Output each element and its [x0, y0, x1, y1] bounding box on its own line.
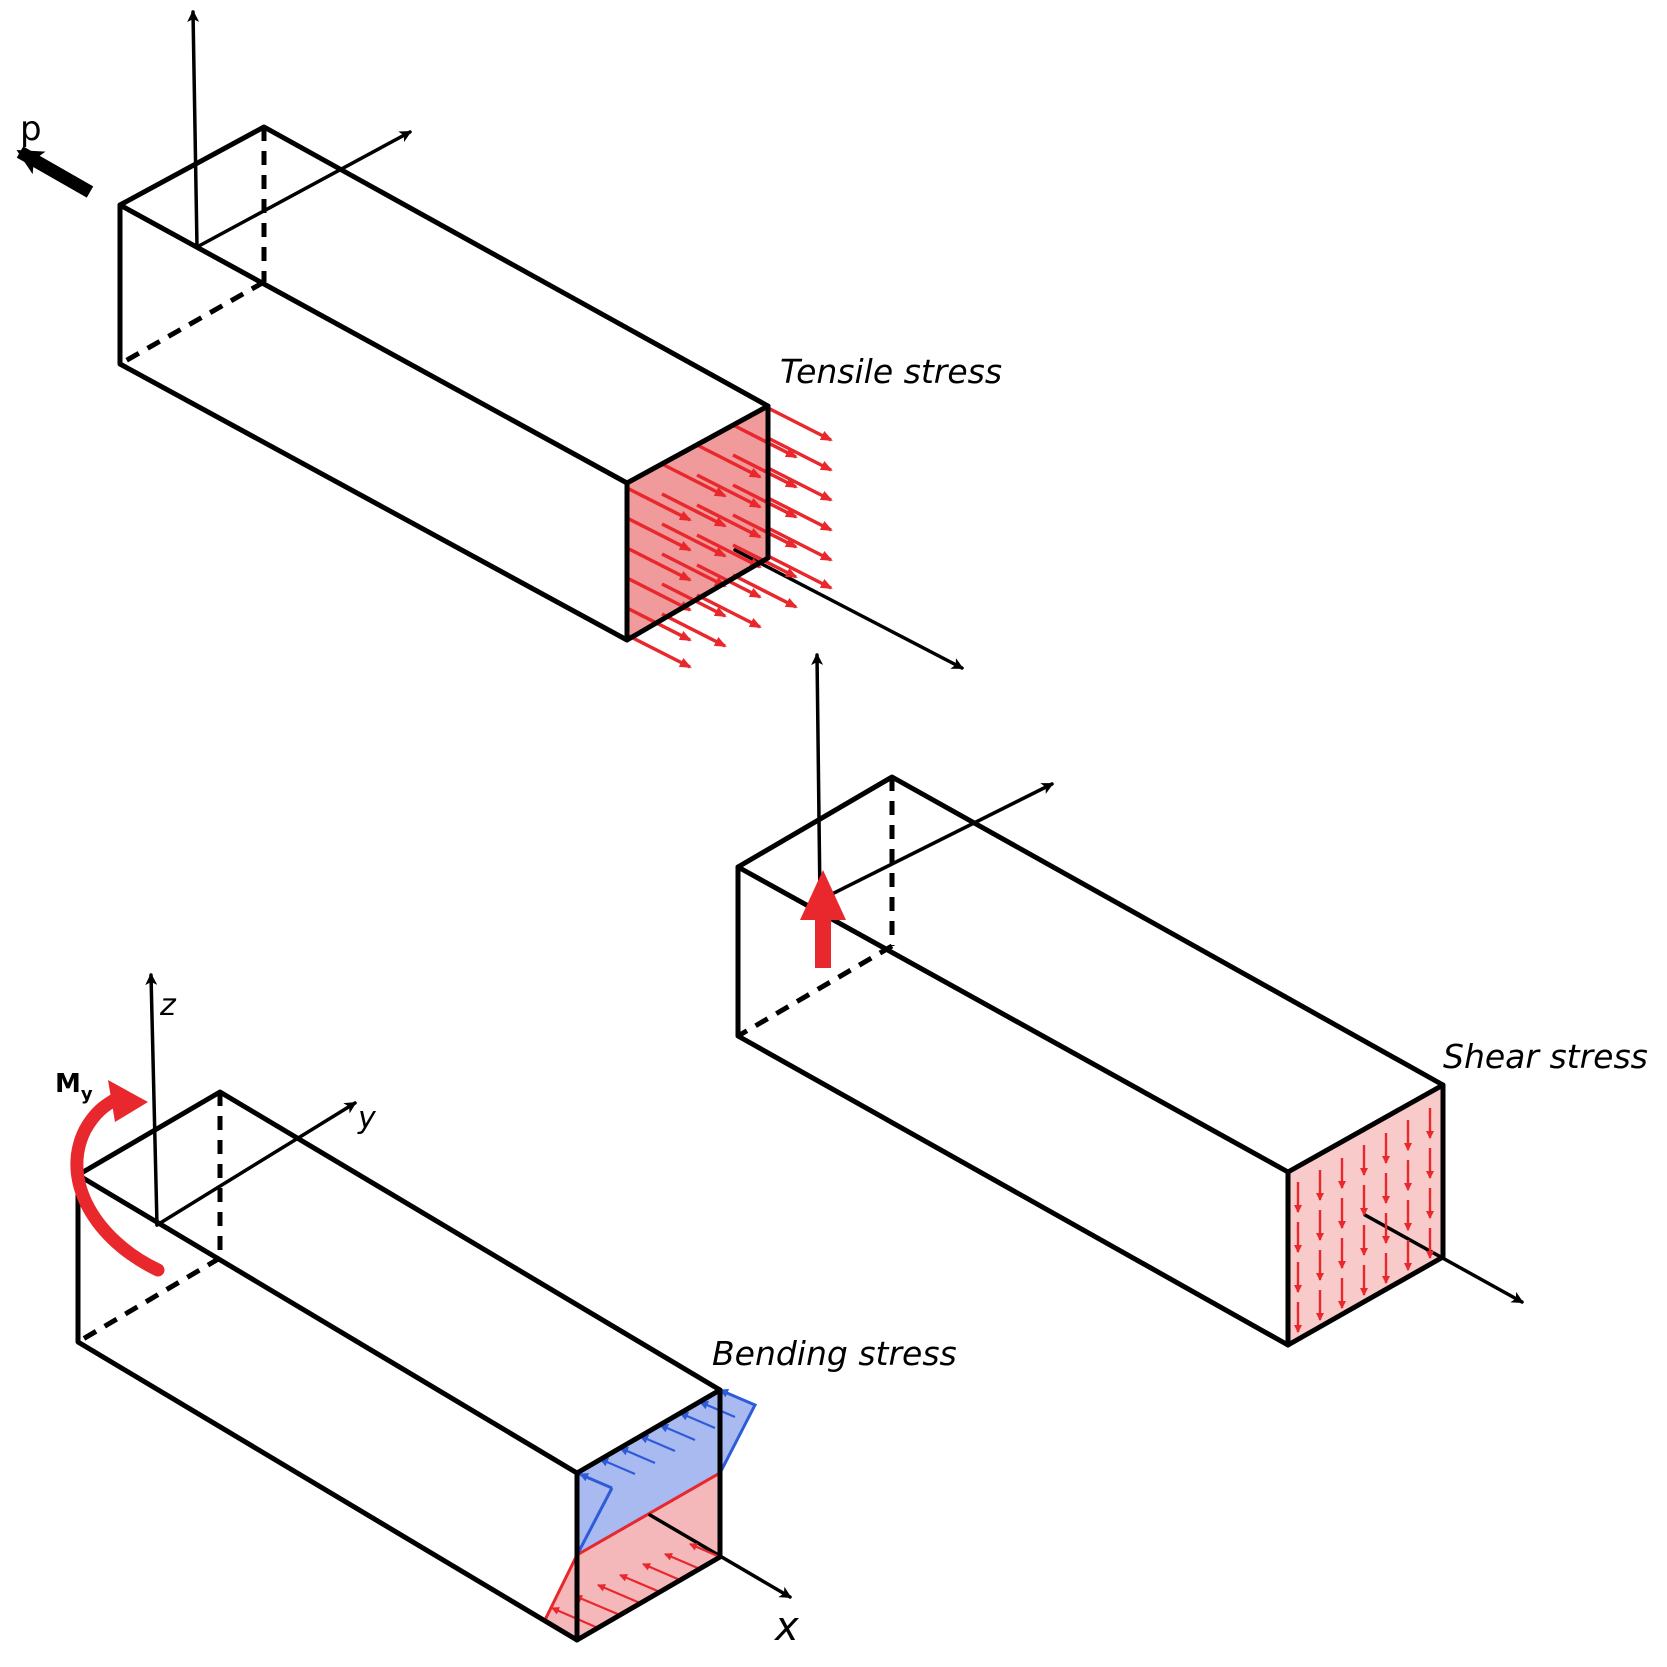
axis-y-beam2: [818, 782, 1054, 902]
front-face: [75, 1172, 580, 1643]
hidden-edge: [76, 1255, 222, 1345]
axis-z-label: z: [159, 988, 177, 1023]
shear-stress-label: Shear stress: [1443, 1037, 1648, 1076]
top-edges: [117, 124, 771, 409]
beam-shear: Shear stress: [735, 653, 1648, 1348]
end-face: [624, 403, 771, 643]
hidden-edge: [736, 943, 894, 1039]
tension-arrows: [551, 1542, 721, 1630]
axis-x-label: x: [773, 1604, 799, 1650]
load-label-p: p: [20, 109, 42, 149]
beam-bending: My z y x Bending stress: [55, 973, 957, 1650]
end-face: [1285, 1082, 1446, 1348]
axis-y-beam1: [195, 130, 412, 249]
top-edges: [735, 774, 1446, 1088]
hidden-edge: [118, 279, 266, 367]
curved-red-arrow-icon: [70, 1080, 165, 1277]
beam-tensile: p Tensile stress: [16, 10, 1002, 670]
compression-arrows: [579, 1388, 756, 1490]
axis-z-beam1: [187, 10, 200, 249]
axis-y-beam3: [155, 1101, 357, 1227]
top-edges: [75, 1089, 723, 1393]
end-face: [574, 1387, 723, 1643]
axis-x-beam1: [733, 548, 964, 670]
red-up-arrow-icon: [800, 870, 846, 968]
thick-black-arrow-icon: [16, 146, 94, 198]
axis-z-beam3: [145, 973, 159, 1227]
axis-z-beam2: [811, 653, 824, 902]
front-face: [117, 202, 630, 643]
bending-stress-label: Bending stress: [712, 1334, 957, 1373]
moment-label: My: [55, 1069, 93, 1105]
axis-y-label: y: [357, 1101, 377, 1136]
tensile-stress-label: Tensile stress: [780, 352, 1002, 391]
shear-arrows: [1294, 1108, 1434, 1333]
